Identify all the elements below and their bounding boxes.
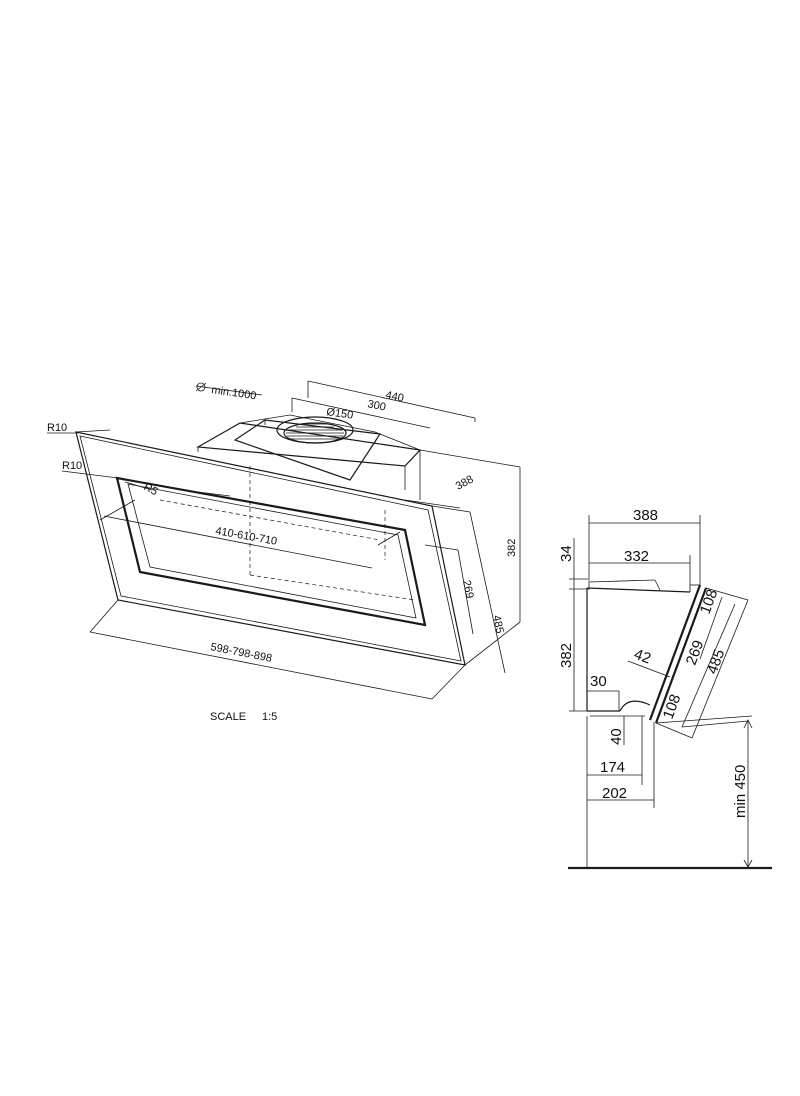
side-bottom-depth-label: 174 [600, 759, 625, 776]
side-angle-label: 42 [632, 646, 653, 668]
side-total-depth-label: 202 [602, 785, 627, 802]
glass-height-label: 485 [490, 614, 506, 634]
side-depth-chimney-label: 332 [624, 548, 649, 565]
perspective-view: min.1000 440 300 Ø150 R10 R10 R5 410-610… [47, 380, 521, 723]
radius-inner-label: R10 [62, 460, 82, 472]
side-left-dimensions [569, 538, 588, 712]
chimney-box [196, 414, 422, 490]
inner-width-line [103, 515, 373, 569]
duct-diameter-label: Ø150 [326, 406, 354, 422]
depth-overall-label: 440 [384, 389, 404, 405]
height-overall-label: 382 [506, 539, 518, 557]
side-bottom-offset-label: 30 [590, 673, 607, 690]
depth-dimension-lines [291, 380, 476, 429]
inner-window [115, 476, 427, 627]
depth-body-label: 300 [366, 398, 386, 414]
radius-inner-leader [61, 470, 119, 479]
scale-label: SCALE [210, 711, 246, 723]
radius-corner-label: R5 [142, 481, 160, 498]
side-body-height-label: 382 [558, 643, 575, 668]
side-min-height-label: min 450 [732, 765, 749, 818]
depth-top-label: 388 [454, 473, 476, 492]
min-distance-leader [195, 382, 263, 396]
duct-grille [276, 416, 354, 444]
reflection-line [377, 531, 401, 546]
hidden-lines [159, 466, 416, 601]
reflection-line [99, 499, 136, 521]
side-angled-dimensions [627, 587, 753, 739]
hood-body-side [586, 579, 691, 717]
side-view: 388 332 34 382 30 40 174 202 [558, 507, 772, 870]
window-height-label: 269 [460, 579, 476, 599]
radius-corner-leader [124, 481, 153, 491]
radius-outer-label: R10 [47, 422, 67, 434]
side-depth-top-label: 388 [633, 507, 658, 524]
inner-width-label: 410-610-710 [214, 525, 278, 548]
glass-edge-side [648, 584, 708, 724]
side-bottom-gap-label: 40 [608, 728, 625, 745]
scale-value: 1:5 [262, 711, 277, 723]
min-distance-label: min.1000 [211, 384, 257, 402]
side-top-dimensions [588, 515, 701, 592]
side-glass-bottom-label: 108 [660, 692, 685, 721]
side-glass-total-label: 485 [704, 647, 729, 676]
side-chimney-height-label: 34 [558, 545, 575, 562]
side-bottom-dimensions [586, 690, 655, 868]
overall-width-line [89, 599, 466, 700]
right-dimension-lines [404, 449, 521, 674]
